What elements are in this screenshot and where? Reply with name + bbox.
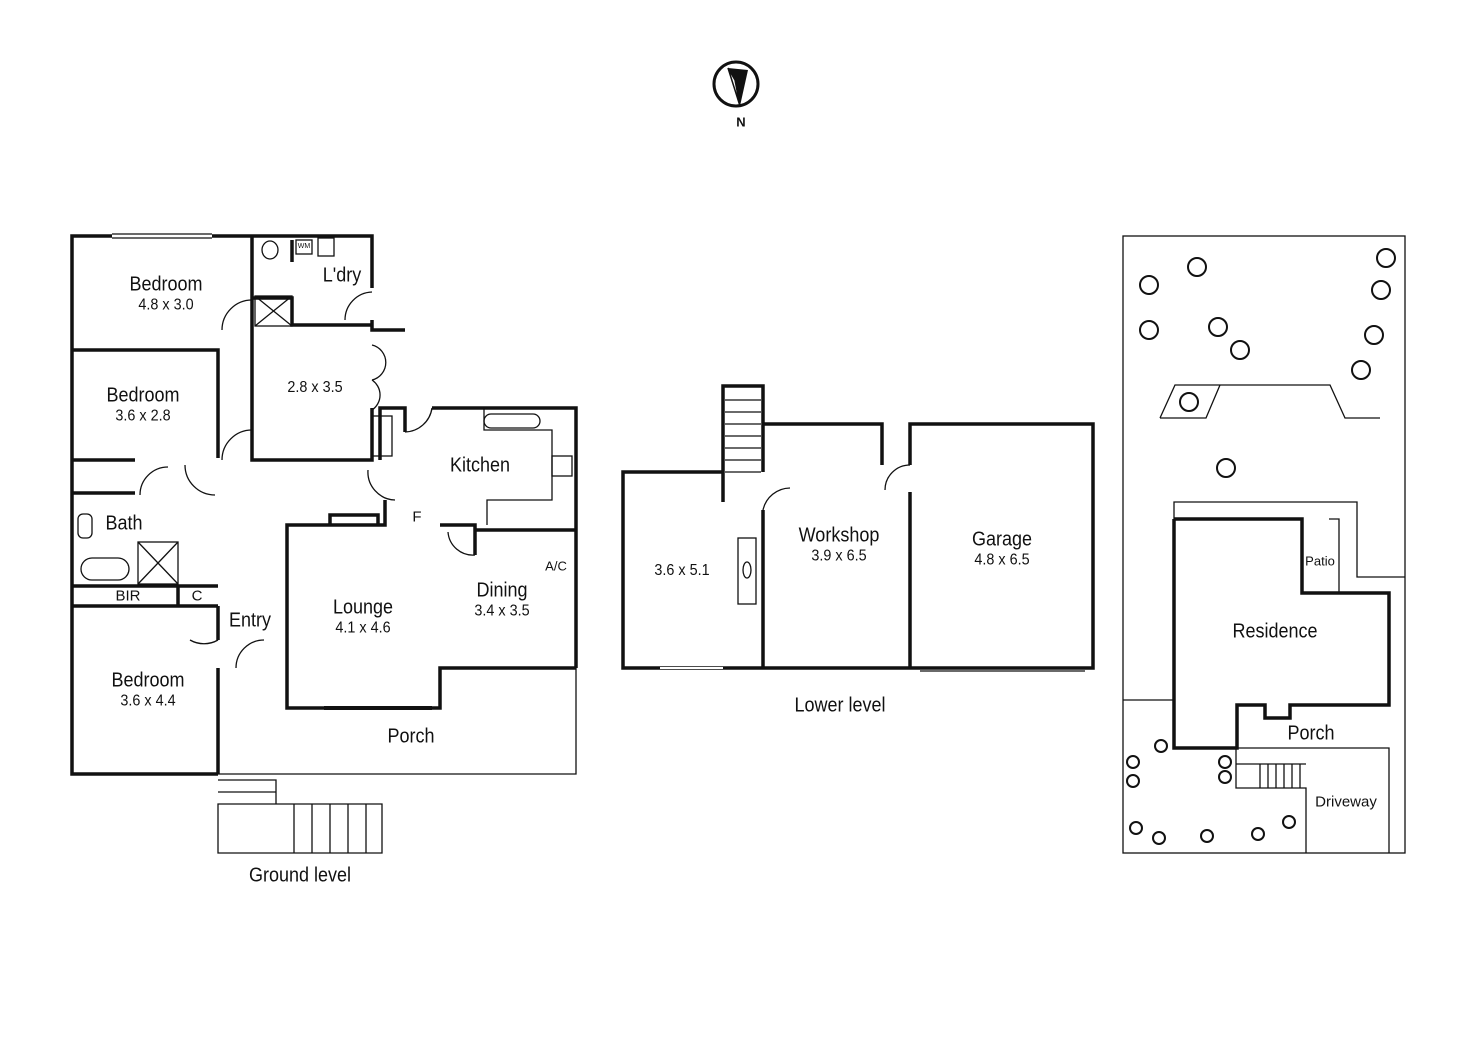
- lower-level-walls: [621, 384, 1095, 670]
- ground-level-title: Ground level: [243, 865, 356, 888]
- ground-level-thin-lines: [77, 233, 577, 854]
- room-name: L'dry: [322, 264, 362, 287]
- room-dims: 3.6 x 4.4: [120, 692, 176, 710]
- room-laundry: L'dry: [321, 265, 364, 288]
- north-compass-icon: [712, 60, 760, 108]
- compass-north-label: N: [736, 114, 746, 130]
- room-name: Bedroom: [111, 669, 185, 692]
- room-lower-storage: 3.6 x 5.1: [651, 562, 712, 580]
- room-name: Dining: [476, 579, 528, 602]
- site-plan-lines: [1122, 235, 1406, 854]
- room-name: Bath: [105, 512, 143, 535]
- room-kitchen: Kitchen: [447, 455, 514, 478]
- room-name: Lounge: [332, 596, 394, 619]
- room-study: 2.8 x 3.5: [284, 379, 345, 397]
- room-dims: 3.6 x 2.8: [115, 407, 171, 425]
- room-name: Bedroom: [106, 384, 180, 407]
- room-bath: Bath: [103, 513, 144, 536]
- room-dims: 2.8 x 3.5: [287, 378, 343, 396]
- bir-label: BIR: [115, 587, 141, 605]
- site-residence-label: Residence: [1228, 621, 1323, 644]
- fridge-label: F: [412, 508, 422, 526]
- room-dims: 3.6 x 5.1: [654, 561, 710, 579]
- room-dims: 4.8 x 6.5: [974, 551, 1030, 569]
- residence-outline: [1172, 517, 1391, 750]
- room-entry: Entry: [227, 610, 274, 633]
- room-name: Workshop: [798, 524, 880, 547]
- room-dims: 4.8 x 3.0: [138, 296, 194, 314]
- site-driveway-label: Driveway: [1315, 793, 1377, 811]
- room-name: Kitchen: [449, 454, 511, 477]
- site-patio-label: Patio: [1305, 553, 1335, 569]
- level-title: Ground level: [248, 864, 352, 887]
- level-title: Lower level: [794, 694, 886, 717]
- room-dims: 3.9 x 6.5: [811, 547, 867, 565]
- room-name: Entry: [228, 609, 272, 632]
- room-name: Bedroom: [129, 273, 203, 296]
- room-name: Porch: [387, 725, 435, 748]
- room-dims: 4.1 x 4.6: [335, 619, 391, 637]
- room-name: Garage: [971, 528, 1033, 551]
- washing-machine-label: WM: [297, 242, 311, 250]
- label-text: Porch: [1287, 722, 1335, 745]
- room-porch: Porch: [385, 726, 437, 749]
- room-dims: 3.4 x 3.5: [474, 602, 530, 620]
- tree-icons: [1126, 248, 1396, 845]
- label-text: Residence: [1232, 620, 1318, 643]
- lower-level-title: Lower level: [789, 695, 890, 718]
- lower-level-thin-lines: [660, 399, 1085, 672]
- aircon-label: A/C: [545, 558, 567, 574]
- site-porch-label: Porch: [1285, 723, 1337, 746]
- cupboard-label: C: [191, 587, 203, 605]
